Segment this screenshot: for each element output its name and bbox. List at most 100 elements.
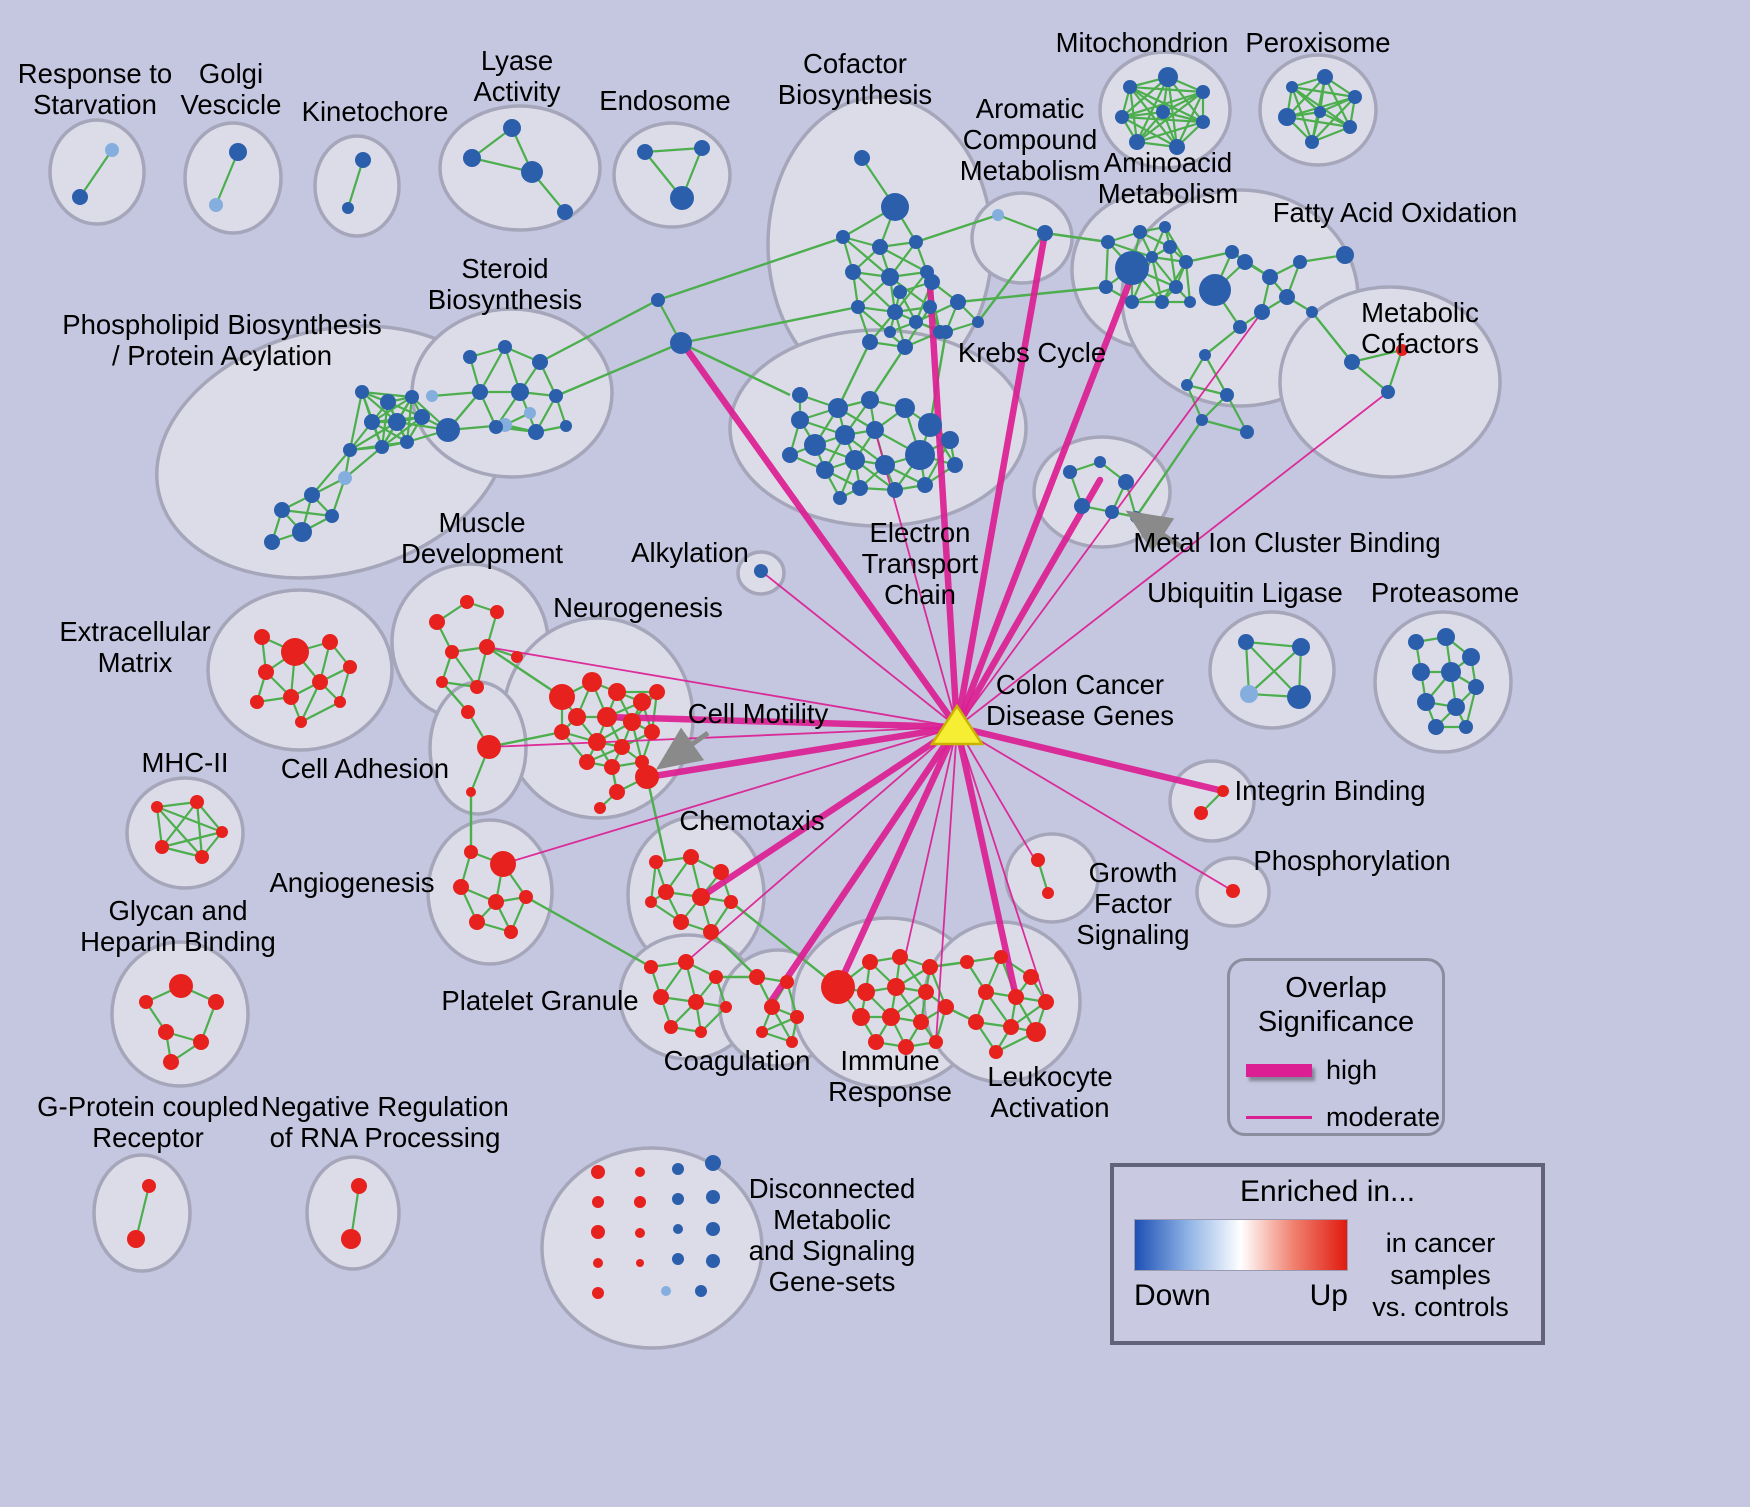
- node-mhc-ii: [190, 795, 204, 809]
- arrows-layer: [655, 510, 1185, 770]
- cluster-edge: [348, 391, 364, 451]
- node-phospholipid-biosynthesis: [375, 440, 389, 454]
- node-coagulation: [786, 1036, 798, 1048]
- node-ubiquitin-ligase: [1292, 638, 1310, 656]
- significance-edge-high: [834, 723, 961, 991]
- node-electron-transport-chain: [941, 431, 959, 449]
- node-extracellular-matrix: [283, 689, 299, 705]
- node-peroxisome: [1278, 108, 1296, 126]
- legend-enriched-title: Enriched in...: [1239, 1175, 1416, 1208]
- node-cell-adhesion: [466, 787, 476, 797]
- node-electron-transport-chain: [917, 477, 933, 493]
- node-aminoacid-metabolism: [1133, 225, 1147, 239]
- node-neurogenesis: [608, 683, 626, 701]
- node-extracellular-matrix: [281, 638, 309, 666]
- node-golgi-vescicle: [209, 198, 223, 212]
- node-extracellular-matrix: [334, 696, 346, 708]
- node-proteasome: [1468, 679, 1484, 695]
- node-disconnected-gene-sets: [673, 1224, 683, 1234]
- node-growth-factor-signaling: [1031, 853, 1045, 867]
- link-edge: [680, 305, 859, 345]
- node-proteasome: [1441, 662, 1461, 682]
- node-mitochondrion: [1156, 105, 1170, 119]
- node-fatty-acid-oxidation: [1240, 425, 1254, 439]
- node-immune-response: [868, 1034, 884, 1050]
- legend-overlap-significance: Overlap Significance high moderate: [1227, 958, 1445, 1136]
- node-electron-transport-chain: [895, 398, 915, 418]
- significance-edges-layer: [486, 229, 1389, 1043]
- node-immune-response: [882, 1008, 900, 1026]
- node-metal-ion-cluster-binding: [1063, 465, 1077, 479]
- cluster-edge: [1136, 76, 1169, 143]
- node-cofactor-biosynthesis: [845, 264, 861, 280]
- node-fatty-acid-oxidation: [1293, 255, 1307, 269]
- node-endosome: [637, 144, 653, 160]
- cluster-label-chemotaxis: Chemotaxis: [679, 805, 824, 836]
- node-neurogenesis: [554, 724, 570, 740]
- node-electron-transport-chain: [861, 391, 879, 409]
- node-electron-transport-chain: [828, 398, 848, 418]
- node-ubiquitin-ligase: [1238, 634, 1254, 650]
- node-peroxisome: [1305, 135, 1319, 149]
- node-krebs-cycle: [893, 285, 907, 299]
- node-aminoacid-metabolism: [1099, 280, 1113, 294]
- cluster-edge: [1201, 418, 1248, 434]
- node-neurogenesis: [582, 672, 602, 692]
- node-aminoacid-metabolism: [1159, 221, 1171, 233]
- cluster-edge: [1286, 76, 1326, 118]
- down-label: Down: [1134, 1279, 1211, 1312]
- node-metal-ion-cluster-binding: [1074, 498, 1090, 514]
- node-aminoacid-metabolism: [1184, 296, 1196, 308]
- significance-edge-moderate: [874, 429, 958, 728]
- node-lyase-activity: [557, 204, 573, 220]
- node-muscle-development: [460, 595, 474, 609]
- node-fatty-acid-oxidation: [1336, 246, 1354, 264]
- node-aromatic-compound-metabolism: [992, 209, 1004, 221]
- node-metal-ion-cluster-binding: [1105, 505, 1119, 519]
- cluster-label-angiogenesis: Angiogenesis: [269, 867, 434, 898]
- node-proteasome: [1447, 698, 1465, 716]
- node-proteasome: [1417, 693, 1435, 711]
- cluster-edge: [1107, 240, 1153, 259]
- cluster-ellipse-endosome: [612, 121, 732, 229]
- cluster-edge: [134, 1185, 151, 1240]
- node-aminoacid-metabolism: [1169, 280, 1183, 294]
- node-chemotaxis: [692, 888, 710, 906]
- node-proteasome: [1412, 663, 1430, 681]
- link-edge: [836, 341, 872, 409]
- node-fatty-acid-oxidation: [1181, 379, 1193, 391]
- cluster-ellipse-disconnected-gene-sets: [540, 1146, 764, 1350]
- node-phospholipid-biosynthesis: [355, 385, 369, 399]
- node-electron-transport-chain: [791, 411, 809, 429]
- significance-edge-moderate: [488, 726, 958, 748]
- node-electron-transport-chain: [866, 421, 884, 439]
- link-edge: [1135, 419, 1203, 518]
- node-extracellular-matrix: [258, 664, 274, 680]
- node-platelet-granule: [709, 970, 723, 984]
- cluster-edge: [1150, 256, 1164, 303]
- node-cofactor-biosynthesis: [881, 268, 899, 286]
- cluster-edge: [346, 159, 365, 209]
- node-lyase-activity: [463, 149, 481, 167]
- significance-edge-high: [953, 723, 1020, 1001]
- node-immune-response: [938, 999, 954, 1015]
- node-neurogenesis: [568, 708, 586, 726]
- node-phospholipid-biosynthesis: [364, 414, 380, 430]
- node-electron-transport-chain: [947, 457, 963, 473]
- node-proteasome: [1428, 719, 1444, 735]
- node-extracellular-matrix: [295, 716, 307, 728]
- node-phospholipid-biosynthesis: [264, 534, 280, 550]
- cluster-label-metal-ion-cluster-binding: Metal Ion Cluster Binding: [1133, 527, 1440, 558]
- gradient-labels: Down Up: [1134, 1279, 1348, 1313]
- node-steroid-biosynthesis: [511, 383, 529, 401]
- node-leukocyte-activation: [1038, 994, 1054, 1010]
- cluster-edge: [479, 346, 506, 393]
- cluster-label-phosphorylation: Phosphorylation: [1253, 845, 1450, 876]
- node-chemotaxis: [645, 896, 657, 908]
- high-label: high: [1326, 1055, 1378, 1085]
